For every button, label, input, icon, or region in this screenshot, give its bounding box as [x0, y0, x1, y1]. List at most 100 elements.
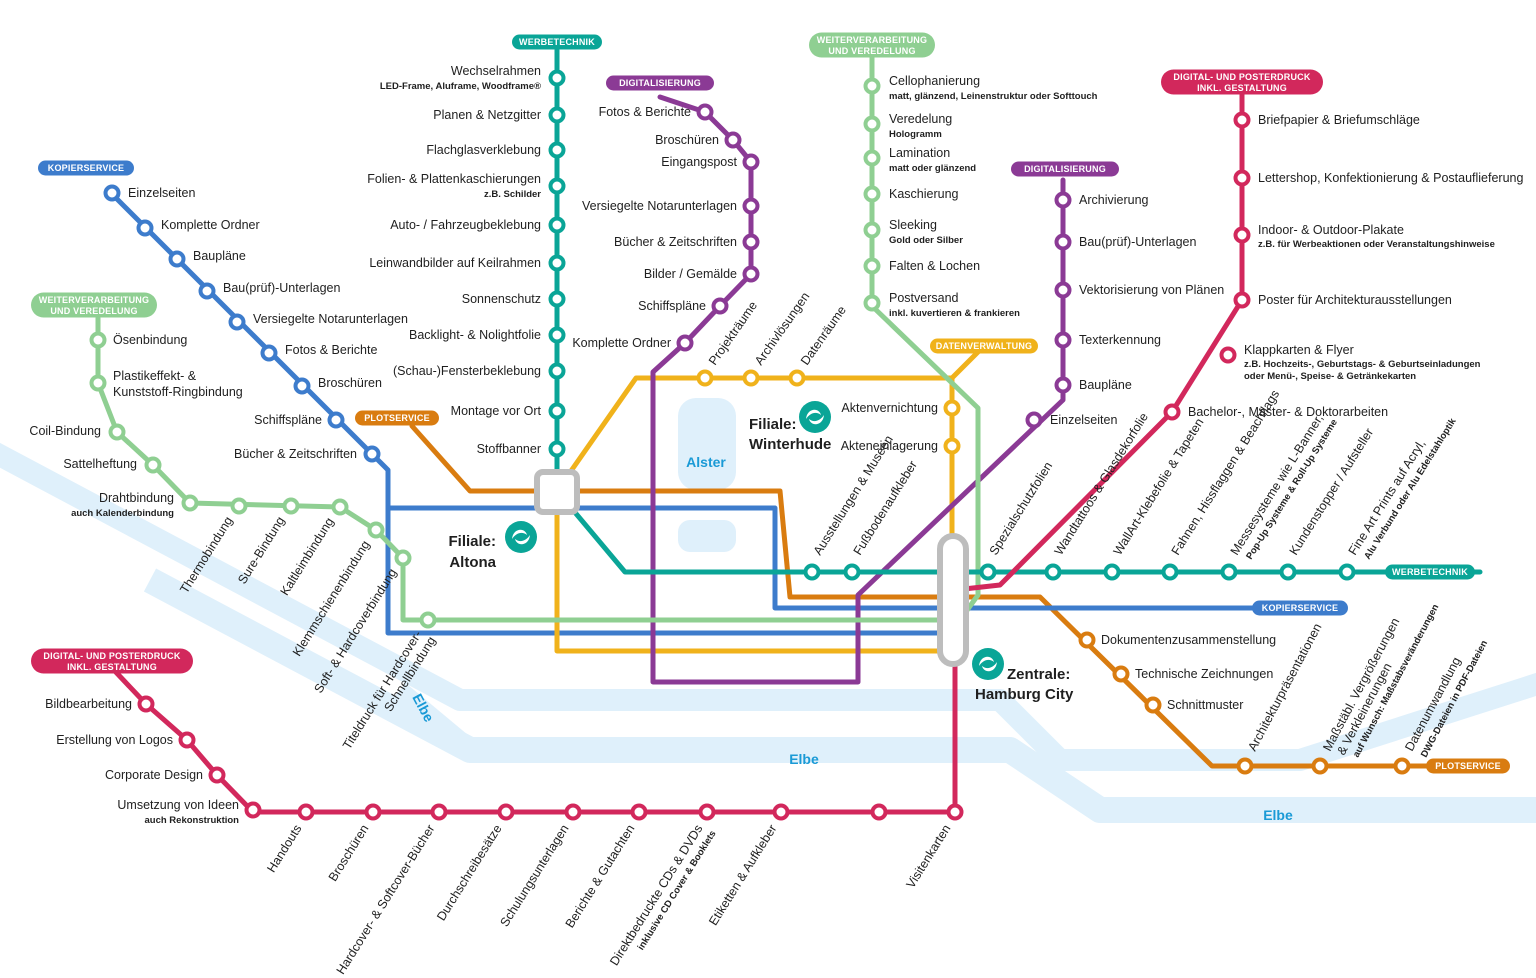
station-stop: [1103, 563, 1121, 581]
station-label: Ösenbindung: [113, 333, 187, 347]
station-stop: [1338, 563, 1356, 581]
station-label: Etiketten & Aufkleber: [706, 822, 779, 928]
station-stop: [1078, 631, 1096, 649]
station-label: Kaschierung: [889, 187, 959, 201]
elbe-river: [0, 442, 1536, 771]
station-stop: [293, 377, 311, 395]
station-stop: [711, 297, 729, 315]
hub-label: Hamburg City: [975, 686, 1074, 703]
station-stop: [208, 766, 226, 784]
station-label: Sonnenschutz: [462, 292, 541, 306]
station-stop: [282, 497, 300, 515]
station-sublabel: Gold oder Silber: [889, 235, 963, 246]
station-sublabel: matt oder glänzend: [889, 163, 976, 174]
station-label: Handouts: [264, 822, 304, 875]
station-stop: [419, 611, 437, 629]
station-stop: [548, 69, 566, 87]
station-stop: [1161, 563, 1179, 581]
station-label: Sattelheftung: [63, 457, 137, 471]
kopierservice-badge: KOPIERSERVICE: [38, 160, 134, 176]
station-stop: [297, 803, 315, 821]
station-label-line2: Kunststoff-Ringbindung: [113, 385, 243, 399]
logo-swirl: [809, 415, 824, 425]
logo-circle: [505, 521, 537, 553]
station-stop: [548, 141, 566, 159]
station-label: Veredelung: [889, 112, 952, 126]
station-label: Plastikeffekt- &: [113, 369, 197, 383]
station-stop: [198, 282, 216, 300]
station-stop: [863, 294, 881, 312]
station-stop: [1393, 757, 1411, 775]
digitalisierung-badge: DIGITALISIERUNG: [1011, 161, 1119, 177]
station-label: Cellophanierung: [889, 74, 980, 88]
line-badge-label: UND VEREDELUNG: [828, 46, 915, 56]
station-stop: [742, 153, 760, 171]
line-badge-label: PLOTSERVICE: [1435, 761, 1501, 771]
station-sublabel: Hologramm: [889, 129, 942, 140]
station-stop: [364, 803, 382, 821]
station-label: Folien- & Plattenkaschierungen: [367, 172, 541, 186]
station-stop: [178, 731, 196, 749]
station-label: Broschüren: [318, 376, 382, 390]
hub-label: Zentrale:: [1007, 666, 1070, 683]
line-badge-bg: [1252, 600, 1348, 616]
station-stop: [331, 498, 349, 516]
station-label: Broschüren: [326, 822, 372, 884]
line-badge-label: DIGITALISIERUNG: [1024, 164, 1106, 174]
datenverwaltung-badge: DATENVERWALTUNG: [930, 338, 1038, 354]
station-stop: [548, 254, 566, 272]
station-label: Bücher & Zeitschriften: [614, 235, 737, 249]
station-label: Datenräume: [798, 303, 849, 367]
logo-swirl: [979, 656, 994, 666]
station-stop: [548, 106, 566, 124]
station-sublabel: z.B. Hochzeits-, Geburtstags- & Geburtse…: [1244, 359, 1481, 370]
station-sublabel: z.B. für Werbeaktionen oder Veranstaltun…: [1258, 239, 1495, 250]
hub-label: Altona: [449, 554, 496, 571]
line-badge-label: KOPIERSERVICE: [1262, 603, 1338, 613]
line-badge-label: DIGITAL- UND POSTERDRUCK: [1173, 72, 1310, 82]
station-label: Stoffbanner: [477, 442, 541, 456]
station-label: Bücher & Zeitschriften: [234, 447, 357, 461]
station-stop: [843, 563, 861, 581]
station-stop: [548, 362, 566, 380]
line-badge-label: KOPIERSERVICE: [48, 163, 124, 173]
station-label: Bildbearbeitung: [45, 697, 132, 711]
line-badge-bg: [1385, 564, 1475, 580]
station-label: Baupläne: [1079, 378, 1132, 392]
station-label: Vektorisierung von Plänen: [1079, 283, 1224, 297]
line-badge-label: PLOTSERVICE: [364, 413, 430, 423]
station-label: Fotos & Berichte: [599, 105, 691, 119]
station-stop: [168, 250, 186, 268]
station-stop: [548, 177, 566, 195]
line-badge-label: INKL. GESTALTUNG: [67, 662, 157, 672]
station-stop: [979, 563, 997, 581]
station-label: Leinwandbilder auf Keilrahmen: [369, 256, 541, 270]
station-stop: [103, 184, 121, 202]
station-stop: [1236, 757, 1254, 775]
station-stop: [1054, 331, 1072, 349]
station-label: Baupläne: [193, 249, 246, 263]
station-stop: [1219, 346, 1237, 364]
station-label: Aktenvernichtung: [841, 401, 938, 415]
station-sublabel: z.B. Schilder: [484, 189, 541, 200]
station-stop: [228, 313, 246, 331]
plotservice-line: [409, 423, 1479, 769]
hub-label: Filiale:: [448, 533, 496, 550]
swirl-logo-icon: [505, 521, 537, 553]
werbetechnik-badge: WERBETECHNIK: [512, 34, 602, 50]
station-stop: [1233, 169, 1251, 187]
station-stop: [696, 103, 714, 121]
station-stop: [630, 803, 648, 821]
station-stop: [742, 233, 760, 251]
station-stop: [863, 149, 881, 167]
station-label: Durchschreibesätze: [434, 822, 504, 923]
line-badge-bg: [38, 160, 134, 176]
swirl-logo-icon: [972, 648, 1004, 680]
station-stop: [260, 344, 278, 362]
station-label: Postversand: [889, 291, 959, 305]
station-label: Auto- / Fahrzeugbeklebung: [390, 218, 541, 232]
station-stop: [698, 803, 716, 821]
station-label: Montage vor Ort: [451, 404, 542, 418]
station-stop: [1233, 226, 1251, 244]
